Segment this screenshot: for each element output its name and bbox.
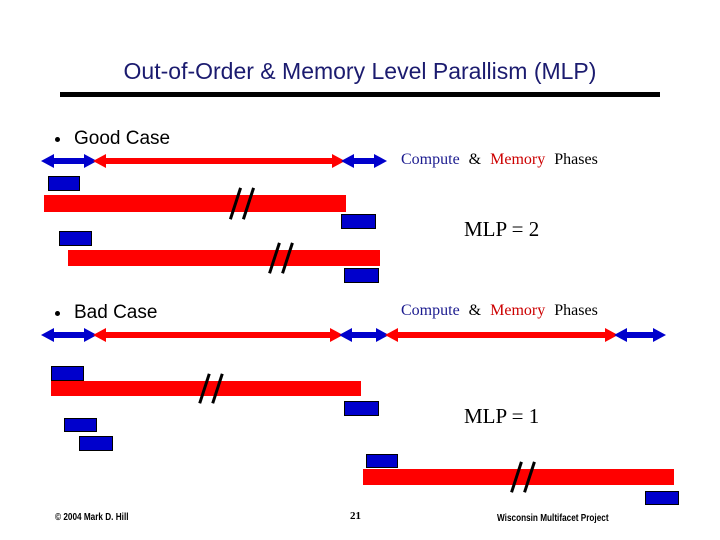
compute-phase-block: [645, 491, 679, 505]
footer-page-number: 21: [350, 510, 361, 522]
compute-phase-block: [344, 268, 379, 283]
timeline-arrow-red: [93, 152, 345, 170]
bullet-bad-case: Bad Case: [55, 302, 157, 324]
memory-phase-bar: [51, 381, 361, 396]
compute-phase-block: [48, 176, 80, 191]
compute-phase-block: [59, 231, 92, 246]
bar-break-marks-icon: [198, 373, 229, 404]
bullet-label: Good Case: [74, 128, 171, 149]
compute-phase-block: [79, 436, 113, 451]
bullet-dot-icon: [55, 136, 60, 142]
caption-phases-word: Phases: [554, 151, 598, 168]
caption-memory-word: Memory: [490, 302, 546, 319]
compute-phase-block: [366, 454, 398, 468]
caption-compute-word: Compute: [401, 151, 460, 168]
caption-memory-word: Memory: [490, 151, 546, 168]
timeline-arrow-blue: [341, 152, 387, 170]
compute-phase-block: [51, 366, 84, 381]
caption-ampersand: &: [468, 302, 482, 319]
caption-compute-word: Compute: [401, 302, 460, 319]
footer-project-name: Wisconsin Multifacet Project: [497, 513, 609, 524]
bullet-good-case: Good Case: [55, 128, 170, 150]
memory-phase-bar: [68, 250, 380, 266]
caption-compute-memory-phases-bad: Compute & Memory Phases: [401, 302, 603, 320]
footer-copyright: © 2004 Mark D. Hill: [55, 512, 129, 523]
mlp-value-bad-case: MLP = 1: [464, 404, 540, 428]
compute-phase-block: [344, 401, 379, 416]
caption-phases-word: Phases: [554, 302, 598, 319]
memory-phase-bar: [363, 469, 674, 485]
mlp-value-good-case: MLP = 2: [464, 217, 540, 241]
page-title: Out-of-Order & Memory Level Parallism (M…: [123, 58, 597, 84]
title-underline-rule: [60, 92, 660, 97]
bullet-label: Bad Case: [74, 302, 158, 323]
timeline-arrow-blue: [41, 152, 97, 170]
bar-break-marks-icon: [268, 242, 299, 274]
memory-phase-bar: [44, 195, 346, 212]
timeline-arrow-blue: [614, 326, 666, 344]
bar-break-marks-icon: [228, 187, 260, 220]
timeline-arrow-blue: [41, 326, 97, 344]
caption-ampersand: &: [468, 151, 482, 168]
bar-break-marks-icon: [510, 461, 541, 493]
timeline-arrow-red: [385, 326, 618, 344]
compute-phase-block: [64, 418, 97, 432]
timeline-arrow-blue: [339, 326, 389, 344]
timeline-arrow-red: [93, 326, 343, 344]
compute-phase-block: [341, 214, 376, 229]
caption-compute-memory-phases-good: Compute & Memory Phases: [401, 151, 603, 169]
bullet-dot-icon: [55, 310, 60, 316]
